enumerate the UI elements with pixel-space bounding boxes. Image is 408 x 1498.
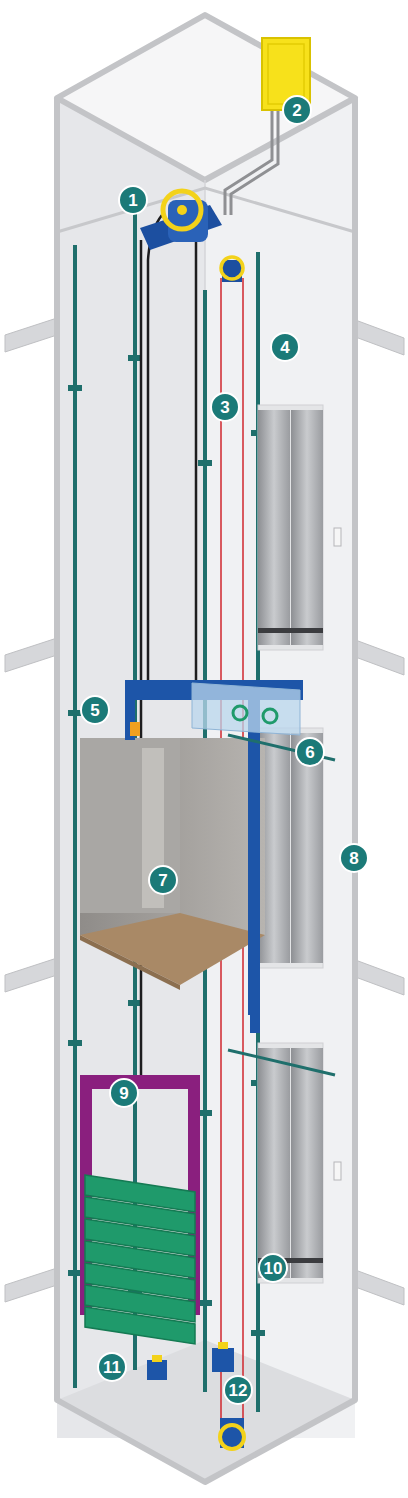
landing-door xyxy=(258,405,323,650)
controller-cabinet xyxy=(225,38,310,215)
governor xyxy=(221,257,243,279)
landing-door xyxy=(258,1048,290,1278)
buffer xyxy=(212,1348,234,1372)
counterweight xyxy=(85,1175,195,1344)
landing-door xyxy=(258,1043,323,1283)
rail-bracket xyxy=(68,355,265,1336)
controller-cabinet xyxy=(231,108,278,215)
floor-slab xyxy=(5,958,57,992)
traction-machine xyxy=(140,191,222,250)
hall-button xyxy=(334,528,341,546)
rail-bracket xyxy=(68,1270,82,1276)
buffer xyxy=(147,1360,167,1380)
elevator-car xyxy=(80,738,265,935)
landing-door xyxy=(258,628,323,633)
callout-number: 6 xyxy=(305,744,314,761)
counterweight xyxy=(80,1075,200,1089)
door-operator xyxy=(192,683,335,1075)
rail-bracket xyxy=(198,1300,212,1306)
rail-bracket xyxy=(198,460,212,466)
hoist-rope xyxy=(148,215,162,690)
callout-badge: 6 xyxy=(295,737,325,767)
callout-badge: 12 xyxy=(223,1375,253,1405)
callout-number: 10 xyxy=(264,1260,283,1277)
callout-number: 12 xyxy=(229,1382,248,1399)
tension-pulley xyxy=(220,1418,244,1448)
landing-door xyxy=(291,1048,323,1278)
traction-machine xyxy=(163,191,201,229)
callout-badge: 11 xyxy=(97,1352,127,1382)
counterweight xyxy=(85,1307,195,1344)
car-frame xyxy=(130,722,140,736)
floor-slab xyxy=(350,318,404,355)
landing-door xyxy=(258,410,290,645)
landing-door xyxy=(258,405,323,1283)
callout-number: 9 xyxy=(119,1085,128,1102)
callout-badge: 4 xyxy=(270,332,300,362)
floor-slab xyxy=(5,318,57,352)
elevator-car xyxy=(80,738,180,913)
rail-bracket xyxy=(68,1040,82,1046)
door-operator xyxy=(263,709,277,723)
callout-number: 3 xyxy=(220,399,229,416)
callout-number: 7 xyxy=(158,872,167,889)
rail-bracket xyxy=(198,1110,212,1116)
car-frame xyxy=(250,1008,260,1033)
landing-door xyxy=(291,410,323,645)
buffer xyxy=(152,1355,162,1362)
callout-number: 5 xyxy=(90,702,99,719)
floor-slab xyxy=(350,638,404,675)
governor xyxy=(221,257,243,282)
callout-number: 11 xyxy=(103,1359,121,1376)
tension-pulley xyxy=(220,1425,244,1449)
door-operator xyxy=(192,683,300,735)
callout-badge: 8 xyxy=(339,843,369,873)
tension-pulley xyxy=(220,1418,244,1449)
counterweight xyxy=(80,1075,200,1344)
floor-slab xyxy=(350,1268,404,1305)
callout-badge: 1 xyxy=(118,185,148,215)
elevator-car xyxy=(80,935,180,990)
shaft-wall xyxy=(57,15,355,180)
callout-badge: 3 xyxy=(210,392,240,422)
callout-badge: 2 xyxy=(282,95,312,125)
floor-slab xyxy=(350,958,404,995)
door-operator xyxy=(228,1050,335,1075)
callout-badge: 7 xyxy=(148,865,178,895)
hoist-rope xyxy=(195,225,198,690)
car-frame xyxy=(125,680,303,1033)
rail-bracket xyxy=(251,1330,265,1336)
elevator-car xyxy=(80,738,265,990)
traction-machine xyxy=(177,205,187,215)
callout-number: 4 xyxy=(280,339,289,356)
door-operator xyxy=(233,706,247,720)
callout-number: 8 xyxy=(349,850,358,867)
floor-slab xyxy=(5,638,57,672)
callout-badge: 5 xyxy=(80,695,110,725)
floor-slab xyxy=(5,1268,57,1302)
hall-button xyxy=(334,1162,341,1180)
callout-badge: 9 xyxy=(109,1078,139,1108)
callout-badge: 10 xyxy=(258,1253,288,1283)
callout-number: 2 xyxy=(292,102,301,119)
guide-rail xyxy=(73,245,77,1388)
rail-bracket xyxy=(68,385,82,391)
landing-door xyxy=(291,733,323,963)
shaft-wall xyxy=(57,98,355,1482)
callout-number: 1 xyxy=(128,192,137,209)
buffer xyxy=(218,1342,228,1349)
shaft-wall xyxy=(57,15,355,1482)
buffer xyxy=(147,1342,234,1380)
